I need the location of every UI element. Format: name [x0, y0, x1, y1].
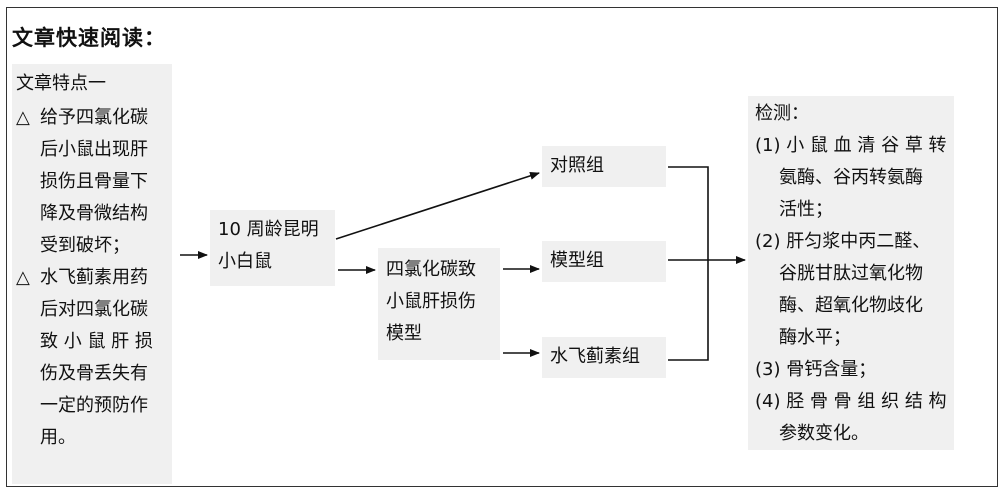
- detection-2-line-2: 谷胱甘肽过氧化物: [779, 263, 923, 284]
- feature-2-line-5: 一定的预防作: [40, 395, 148, 416]
- feature-2-line-6: 用。: [40, 427, 76, 448]
- detection-2-line-4: 酶水平；: [779, 327, 851, 348]
- model-line-2: 小鼠肝损伤: [386, 291, 476, 312]
- detection-1-line-3: 活性；: [779, 199, 833, 220]
- arrow-mice-to-control: [335, 171, 540, 240]
- silymarin-group-box: 水飞蓟素组: [542, 337, 666, 378]
- bracket-groups: [668, 166, 709, 361]
- detection-2-line-1: (2) 肝匀浆中丙二醛、: [755, 231, 931, 252]
- feature-2-line-2: 后对四氯化碳: [40, 299, 148, 320]
- model-line-1: 四氯化碳致: [386, 259, 476, 280]
- model-line-3: 模型: [386, 323, 422, 344]
- detection-1-line-2: 氨酶、谷丙转氨酶: [779, 167, 923, 188]
- mice-box: 10 周龄昆明 小白鼠: [210, 210, 335, 286]
- detection-3-line-1: (3) 骨钙含量；: [755, 359, 877, 380]
- control-group-box: 对照组: [542, 146, 666, 187]
- triangle-icon: △: [16, 107, 30, 128]
- detection-1-line-1: (1) 小 鼠 血 清 谷 草 转: [755, 135, 947, 156]
- feature-1-line-3: 损伤且骨量下: [40, 171, 148, 192]
- mice-line-2: 小白鼠: [218, 251, 272, 272]
- feature-1-line-1: △给予四氯化碳: [16, 102, 172, 134]
- detection-heading: 检测：: [755, 103, 809, 124]
- detection-box: 检测： (1) 小 鼠 血 清 谷 草 转 氨酶、谷丙转氨酶 活性； (2) 肝…: [748, 96, 954, 450]
- feature-2-line-4: 伤及骨丢失有: [40, 363, 148, 384]
- silymarin-group-label: 水飞蓟素组: [550, 346, 640, 367]
- mice-line-1: 10 周龄昆明: [218, 219, 319, 240]
- model-group-box: 模型组: [542, 241, 666, 282]
- feature-1-line-2: 后小鼠出现肝: [40, 139, 148, 160]
- control-group-label: 对照组: [550, 155, 604, 176]
- features-heading: 文章特点一: [16, 73, 106, 94]
- feature-2-line-3: 致 小 鼠 肝 损: [40, 331, 153, 352]
- detection-4-line-1: (4) 胫 骨 骨 组 织 结 构: [755, 391, 947, 412]
- triangle-icon: △: [16, 267, 30, 288]
- feature-1-line-5: 受到破坏；: [40, 235, 130, 256]
- detection-2-line-3: 酶、超氧化物歧化: [779, 295, 923, 316]
- detection-4-line-2: 参数变化。: [779, 423, 869, 444]
- page-title: 文章快速阅读：: [12, 26, 166, 50]
- feature-1-line-4: 降及骨微结构: [40, 203, 148, 224]
- model-group-label: 模型组: [550, 250, 604, 271]
- features-box: 文章特点一 △给予四氯化碳 后小鼠出现肝 损伤且骨量下 降及骨微结构 受到破坏；…: [12, 64, 172, 484]
- outer-frame: [6, 7, 998, 487]
- model-box: 四氯化碳致 小鼠肝损伤 模型: [378, 248, 500, 360]
- feature-2-line-1: △水飞蓟素用药: [16, 262, 172, 294]
